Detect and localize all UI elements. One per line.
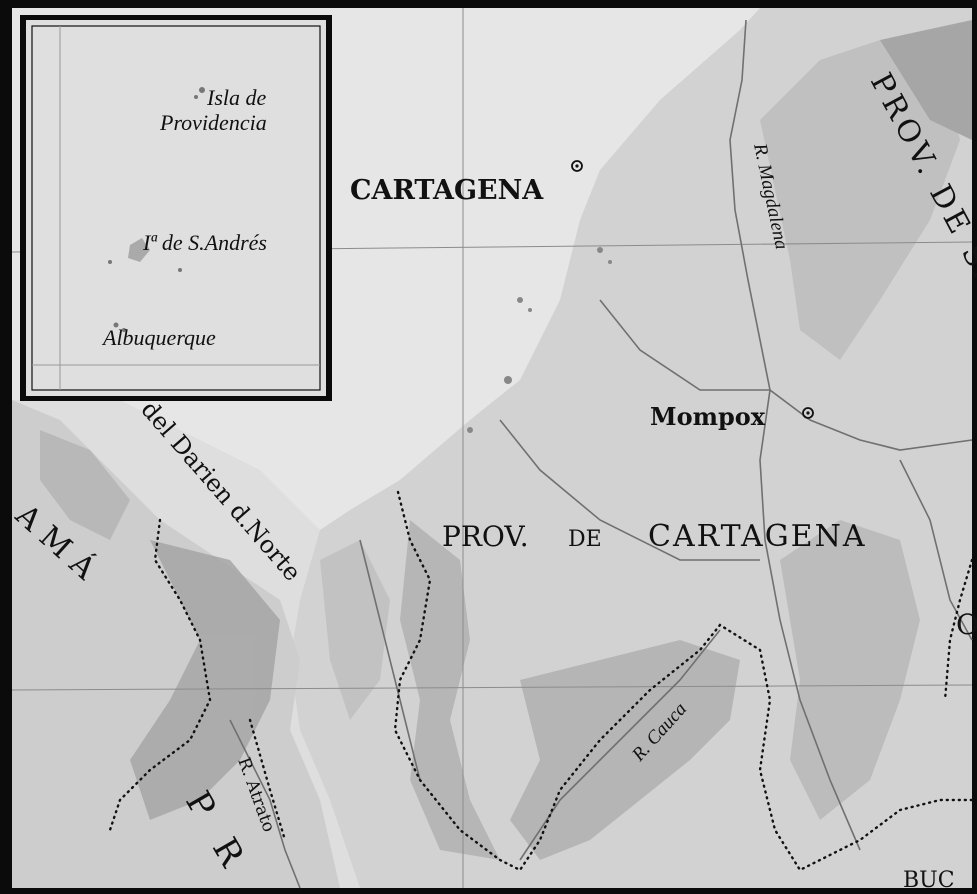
label-san-andres: Iª de S.Andrés (142, 230, 267, 255)
city-markers (571, 160, 814, 419)
rivers (229, 19, 973, 889)
inset-map (20, 15, 332, 401)
label-prov: PROV. (442, 520, 529, 553)
label-providencia: Providencia (159, 110, 267, 135)
cartagena-marker (571, 160, 583, 172)
coastal-islets (467, 247, 612, 433)
mompox-marker (802, 407, 814, 419)
label-de: DE (568, 527, 602, 552)
label-albuquerque: Albuquerque (101, 325, 216, 350)
label-buc: BUC (903, 868, 955, 893)
province-borders (108, 490, 974, 872)
label-cartagena-city: CARTAGENA (350, 175, 544, 206)
label-cartagena-province: CARTAGENA (648, 519, 867, 554)
label-isla-de: Isla de (206, 85, 267, 110)
label-o: O (956, 608, 977, 641)
label-mompox: Mompox (650, 402, 766, 431)
